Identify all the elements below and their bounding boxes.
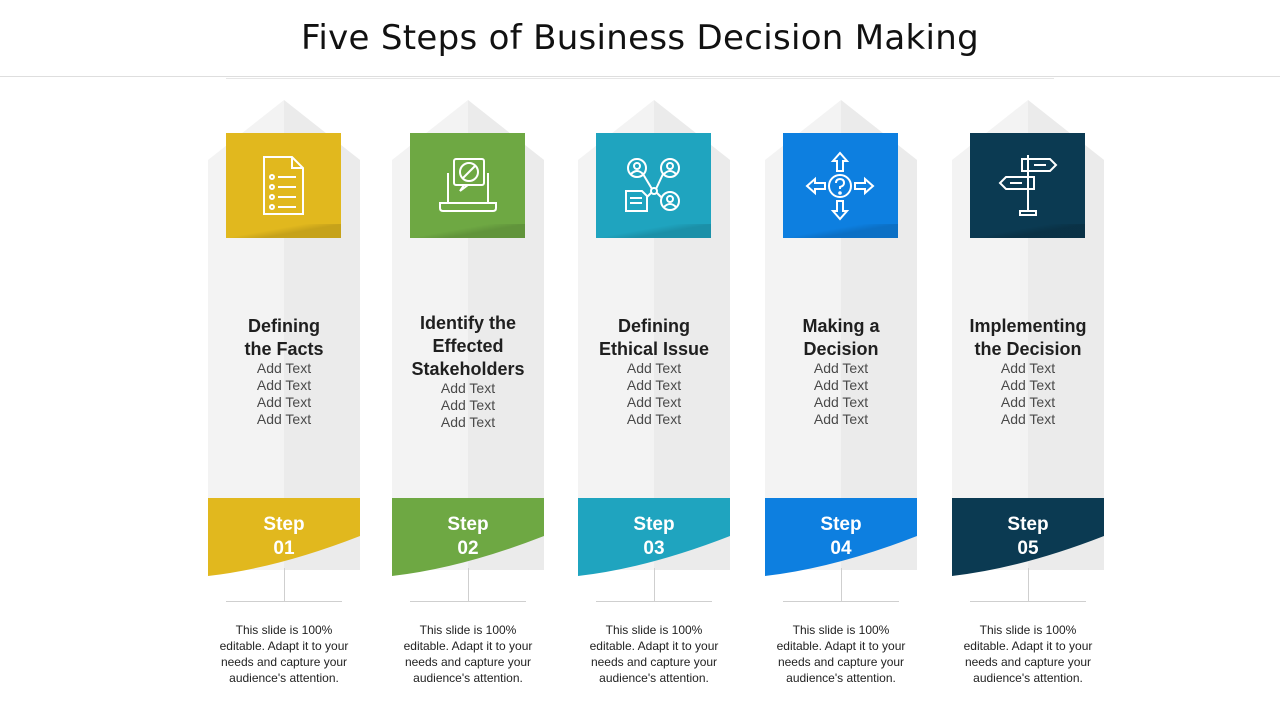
step-banner: [765, 498, 917, 578]
connector-line: [654, 568, 655, 602]
connector-base: [783, 601, 899, 602]
step-description: This slide is 100% editable. Adapt it to…: [963, 623, 1093, 685]
connector-line: [284, 568, 285, 602]
icon-tile: [596, 133, 711, 238]
step-description: This slide is 100% editable. Adapt it to…: [403, 623, 533, 685]
step-description: This slide is 100% editable. Adapt it to…: [776, 623, 906, 685]
connector-base: [226, 601, 342, 602]
step-banner: [578, 498, 730, 578]
icon-tile: [226, 133, 341, 238]
step-banner: [952, 498, 1104, 578]
step-banner: [392, 498, 544, 578]
connector-line: [1028, 568, 1029, 602]
step-banner: [208, 498, 360, 578]
icon-tile: [783, 133, 898, 238]
icon-tile: [410, 133, 525, 238]
title-divider: [0, 76, 1280, 77]
connector-base: [970, 601, 1086, 602]
page-title: Five Steps of Business Decision Making: [300, 18, 980, 58]
title-underline: [226, 78, 1054, 79]
connector-base: [596, 601, 712, 602]
icon-tile: [970, 133, 1085, 238]
connector-line: [841, 568, 842, 602]
step-description: This slide is 100% editable. Adapt it to…: [219, 623, 349, 685]
connector-base: [410, 601, 526, 602]
connector-line: [468, 568, 469, 602]
step-description: This slide is 100% editable. Adapt it to…: [589, 623, 719, 685]
